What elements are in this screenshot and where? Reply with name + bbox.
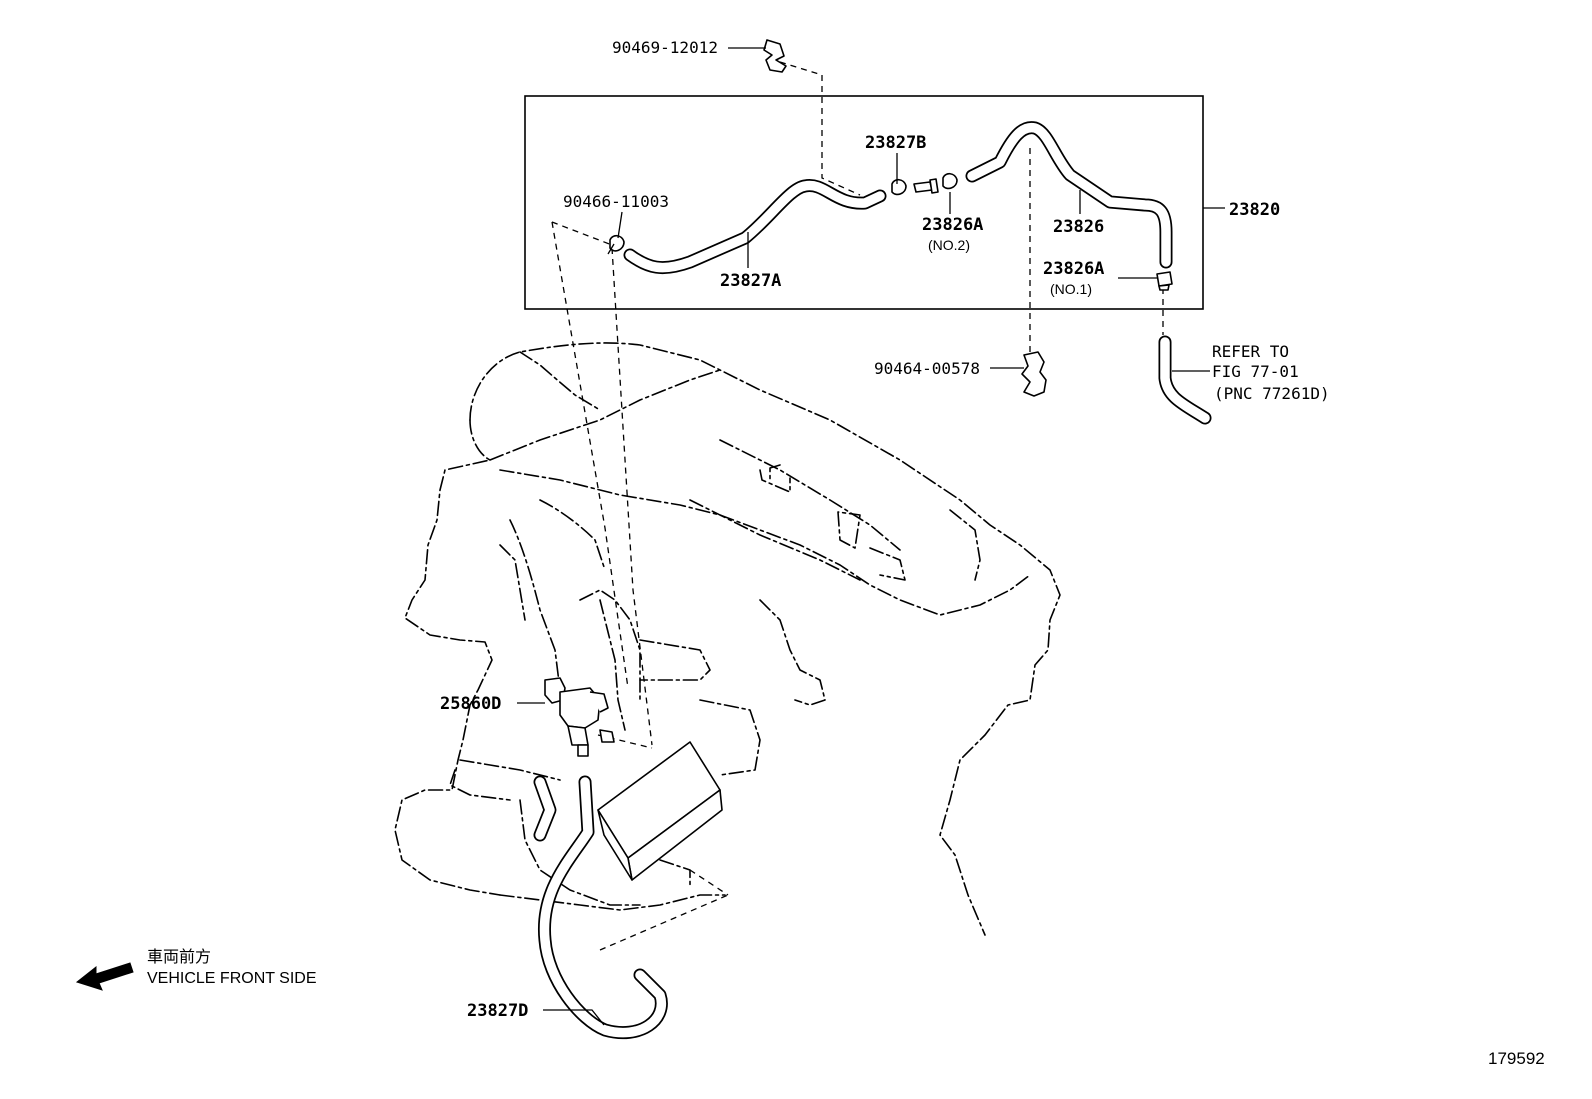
callout-joint-no1-note: (NO.1) <box>1050 281 1092 297</box>
callout-clamp-left: 90466-11003 <box>563 192 669 211</box>
leader-lines <box>517 47 1225 1026</box>
hose-assembly-box <box>524 95 1204 310</box>
joint-23826a-no1 <box>1156 271 1173 291</box>
clip-90464-00578 <box>1021 351 1047 397</box>
engine-outline <box>394 342 1061 936</box>
connection-lines <box>551 61 1164 951</box>
callout-hose-b: 23827B <box>865 133 926 153</box>
callout-hose-d: 23827D <box>467 1001 528 1021</box>
callout-hose-main: 23826 <box>1053 217 1104 237</box>
callout-clip-mid: 90464-00578 <box>874 359 980 378</box>
clamp-90466-11003 <box>607 234 625 255</box>
clamp-23827b <box>891 178 907 196</box>
reference-line-2: FIG 77-01 <box>1212 362 1299 381</box>
callout-hose-a: 23827A <box>720 271 781 291</box>
left-arrow-icon <box>75 962 134 991</box>
vsv-25860d <box>544 677 615 757</box>
joint-23826a-no2 <box>913 178 939 194</box>
hose-23827a <box>623 179 887 275</box>
canister-body <box>597 741 723 881</box>
callout-clip-top: 90469-12012 <box>612 38 718 57</box>
illustration-id: 179592 <box>1488 1049 1545 1068</box>
callout-joint-no2: 23826A <box>922 215 983 235</box>
callout-vsv: 25860D <box>440 694 501 714</box>
hose-23826 <box>965 121 1173 269</box>
stub-pipe <box>533 775 557 842</box>
callout-box-assy: 23820 <box>1229 200 1280 220</box>
clamp-23826 <box>942 172 958 190</box>
clip-90469-12012 <box>763 39 787 73</box>
direction-japanese: 車両前方 <box>147 948 211 966</box>
callout-joint-no2-note: (NO.2) <box>928 237 970 253</box>
hose-refer-77-01 <box>1158 335 1212 425</box>
callout-joint-no1: 23826A <box>1043 259 1104 279</box>
hose-23827d <box>537 775 668 1040</box>
reference-line-1: REFER TO <box>1212 342 1289 361</box>
reference-line-3: (PNC 77261D) <box>1214 384 1330 403</box>
direction-english: VEHICLE FRONT SIDE <box>147 970 317 987</box>
